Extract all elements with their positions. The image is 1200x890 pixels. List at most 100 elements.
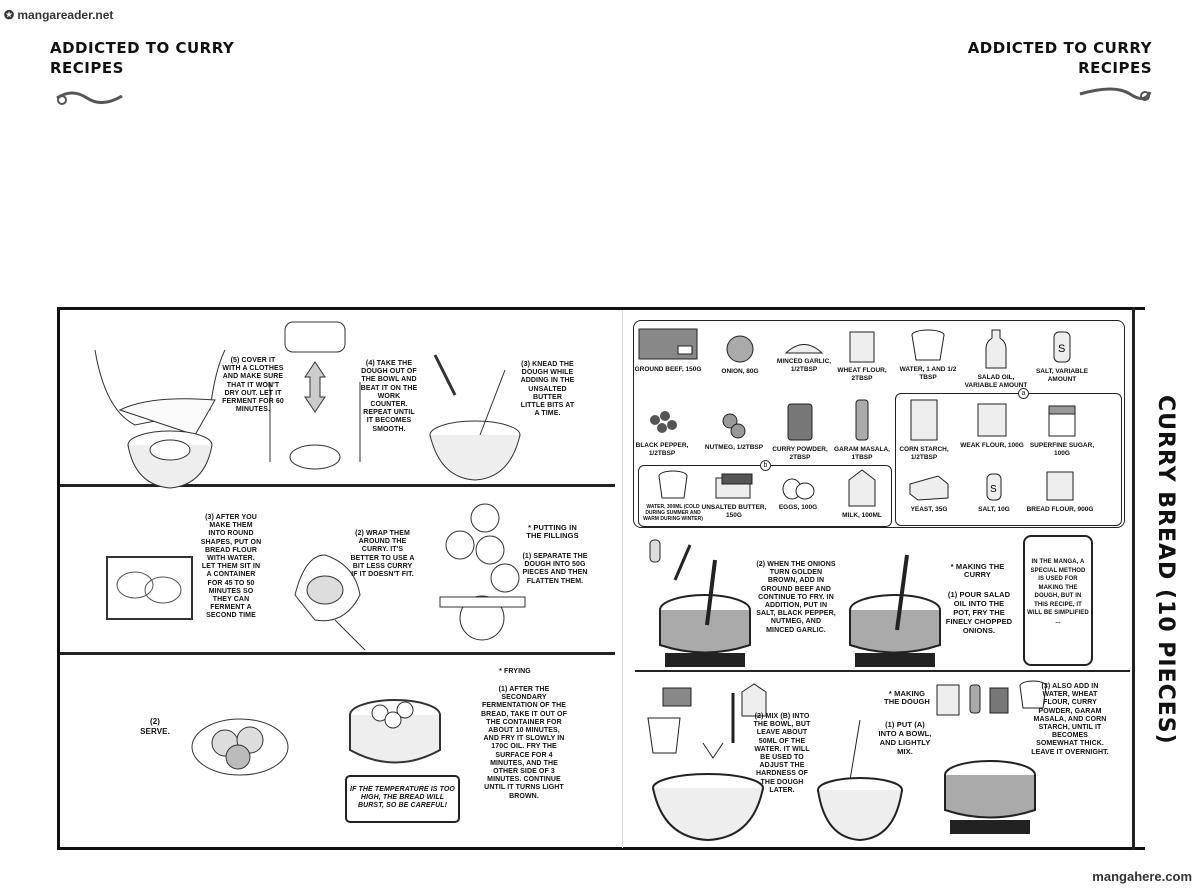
ground-beef-icon: [638, 328, 698, 360]
ingredient-garlic: MINCED GARLIC, 1/2TBSP: [770, 340, 838, 373]
ingredient-label: YEAST, 35G: [910, 506, 948, 513]
ingredient-garam-masala: GARAM MASALA, 1TBSP: [828, 398, 896, 461]
recipe-title: CURRY BREAD (10 PIECES): [1153, 395, 1178, 745]
dough-ingredients-bowl-illustration: [647, 687, 764, 842]
note-box: [1023, 535, 1093, 666]
flour-bag-icon: [849, 331, 875, 363]
step-dough-2: (2) MIX (B) INTO THE BOWL, BUT LEAVE ABO…: [753, 713, 811, 794]
bowl-with-cloth-illustration: [94, 349, 226, 489]
ingredient-label: ONION, 80G: [721, 368, 759, 375]
fry-warning-box: [345, 775, 460, 823]
milk-carton-icon: [848, 469, 876, 507]
group-a-box: [895, 393, 1122, 526]
step-curry-3: (3) ALSO ADD IN WATER, WHEAT FLOUR, CURR…: [1031, 683, 1109, 756]
kneading-bowl-illustration: [429, 354, 521, 481]
ingredient-black-pepper: BLACK PEPPER, 1/2TBSP: [628, 408, 696, 457]
page-gutter: [622, 310, 623, 848]
ingredient-label: BLACK PEPPER, 1/2TBSP: [635, 442, 689, 457]
divider: [60, 484, 615, 487]
ornament-right-icon: [1079, 87, 1152, 101]
curry-can-icon: [787, 403, 813, 441]
manga-note: IN THE MANGA, A SPECIAL METHOD IS USED F…: [1027, 559, 1089, 625]
ingredient-label: WATER, 300ML (COLD DURING SUMMER AND WAR…: [643, 504, 703, 522]
ingredient-salad-oil: SALAD OIL, VARIABLE AMOUNT: [962, 328, 1030, 389]
ingredient-bread-flour: BREAD FLOUR, 900G: [1026, 470, 1094, 514]
header-right: ADDICTED TO CURRY RECIPES: [968, 38, 1152, 78]
header-left: ADDICTED TO CURRY RECIPES: [50, 38, 234, 78]
salt-shaker-icon: S: [1053, 331, 1071, 363]
flour-bag-icon: [1046, 471, 1074, 501]
ingredient-curry-powder: CURRY POWDER, 2TBSP: [766, 402, 834, 461]
dough-balls-illustration: [439, 503, 526, 641]
step-fill-2: (2) WRAP THEM AROUND THE CURRY. IT'S BET…: [350, 530, 415, 579]
ingredient-ground-beef: GROUND BEEF, 150G: [634, 328, 702, 374]
watermark-bottom: mangahere.com: [1092, 869, 1192, 884]
ingredient-label: GROUND BEEF, 150G: [634, 366, 702, 373]
ingredient-label: WHEAT FLOUR, 2TBSP: [837, 367, 887, 382]
milk-icon: [741, 683, 767, 717]
mixing-bowl-illustration: [817, 719, 903, 842]
ingredient-sugar: SUPERFINE SUGAR, 100G: [1028, 404, 1096, 457]
ingredient-label: NUTMEG, 1/2TBSP: [704, 444, 764, 451]
header-left-line2: RECIPES: [50, 59, 124, 77]
title-divider: [1132, 307, 1135, 850]
ingredient-label: SALT, 10G: [978, 506, 1010, 513]
container-illustration: [106, 556, 193, 620]
group-a-badge: a: [1018, 388, 1029, 399]
ingredient-label: SALAD OIL, VARIABLE AMOUNT: [964, 374, 1028, 389]
header-right-line1: ADDICTED TO CURRY: [967, 39, 1152, 57]
ingredient-salt: S SALT, VARIABLE AMOUNT: [1028, 330, 1096, 383]
ingredient-label: MINCED GARLIC, 1/2TBSP: [776, 358, 832, 373]
spice-bottle-icon: [855, 399, 869, 441]
measuring-cup-icon: [658, 470, 688, 499]
svg-text:S: S: [1058, 343, 1065, 355]
step-fry-1: (1) AFTER THE SECONDARY FERMENTATION OF …: [481, 686, 567, 800]
step-dough-1: (1) PUT (A) INTO A BOWL, AND LIGHTLY MIX…: [878, 720, 932, 756]
onion-icon: [726, 335, 754, 363]
ingredient-water: WATER, 1 AND 1/2 TBSP: [894, 328, 962, 381]
eggs-icon: [782, 478, 815, 500]
ingredient-label: SALT, VARIABLE AMOUNT: [1035, 368, 1089, 383]
group-b-badge: b: [760, 460, 771, 471]
ingredient-milk: MILK, 100ML: [828, 468, 896, 520]
ingredient-weak-flour: WEAK FLOUR, 100G: [958, 402, 1026, 450]
watermark-top-text: mangareader.net: [17, 8, 114, 22]
ingredient-nutmeg: NUTMEG, 1/2TBSP: [700, 412, 768, 452]
step-knead-3: (3) KNEAD THE DOUGH WHILE ADDING IN THE …: [520, 361, 575, 418]
butter-icon: [715, 473, 753, 499]
step-beat-4: (4) TAKE THE DOUGH OUT OF THE BOWL AND B…: [360, 360, 418, 433]
step-fill-1: (1) SEPARATE THE DOUGH INTO 50G PIECES A…: [522, 553, 588, 585]
sugar-jar-icon: [1048, 405, 1076, 437]
divider: [60, 652, 615, 655]
measuring-cup-icon: [911, 329, 945, 361]
ingredient-label: CURRY POWDER, 2TBSP: [772, 446, 828, 461]
curry-pot-illustration-2: [649, 539, 751, 667]
recipe-frame: [57, 307, 1145, 850]
divider: [635, 670, 1130, 672]
ingredient-salt-a: S SALT, 10G: [960, 472, 1028, 514]
curry-overnight-pot-illustration: [936, 684, 1036, 834]
ingredient-wheat-flour: WHEAT FLOUR, 2TBSP: [828, 329, 896, 382]
ingredient-label: SUPERFINE SUGAR, 100G: [1029, 442, 1095, 457]
dough-beating-illustration: [269, 321, 361, 470]
garlic-icon: [784, 344, 824, 354]
curry-heading: * MAKING THE CURRY: [950, 562, 1005, 580]
step-curry-2: (2) WHEN THE ONIONS TURN GOLDEN BROWN, A…: [756, 561, 836, 634]
header-right-line2: RECIPES: [1078, 59, 1152, 77]
ingredient-label: UNSALTED BUTTER, 150G: [701, 504, 767, 519]
step-curry-1: (1) POUR SALAD OIL INTO THE POT, FRY THE…: [945, 590, 1013, 635]
nutmeg-icon: [722, 413, 746, 439]
frying-heading: * FRYING: [499, 668, 531, 675]
ingredient-label: GARAM MASALA, 1TBSP: [834, 446, 890, 461]
watermark-top: ✪ mangareader.net: [4, 8, 113, 22]
yeast-block-icon: [909, 475, 949, 501]
frying-pot-illustration: [349, 699, 441, 764]
step-fill-3: (3) AFTER YOU MAKE THEM INTO ROUND SHAPE…: [200, 514, 262, 620]
step-ferment-5: (5) COVER IT WITH A CLOTHES AND MAKE SUR…: [222, 357, 284, 414]
pepper-icon: [650, 411, 677, 433]
ornament-left-icon: [56, 91, 123, 105]
ingredient-butter: UNSALTED BUTTER, 150G: [700, 472, 768, 519]
serving-plate-illustration: [191, 718, 289, 776]
header-left-line1: ADDICTED TO CURRY: [50, 39, 235, 57]
salt-shaker-icon: S: [986, 473, 1002, 501]
